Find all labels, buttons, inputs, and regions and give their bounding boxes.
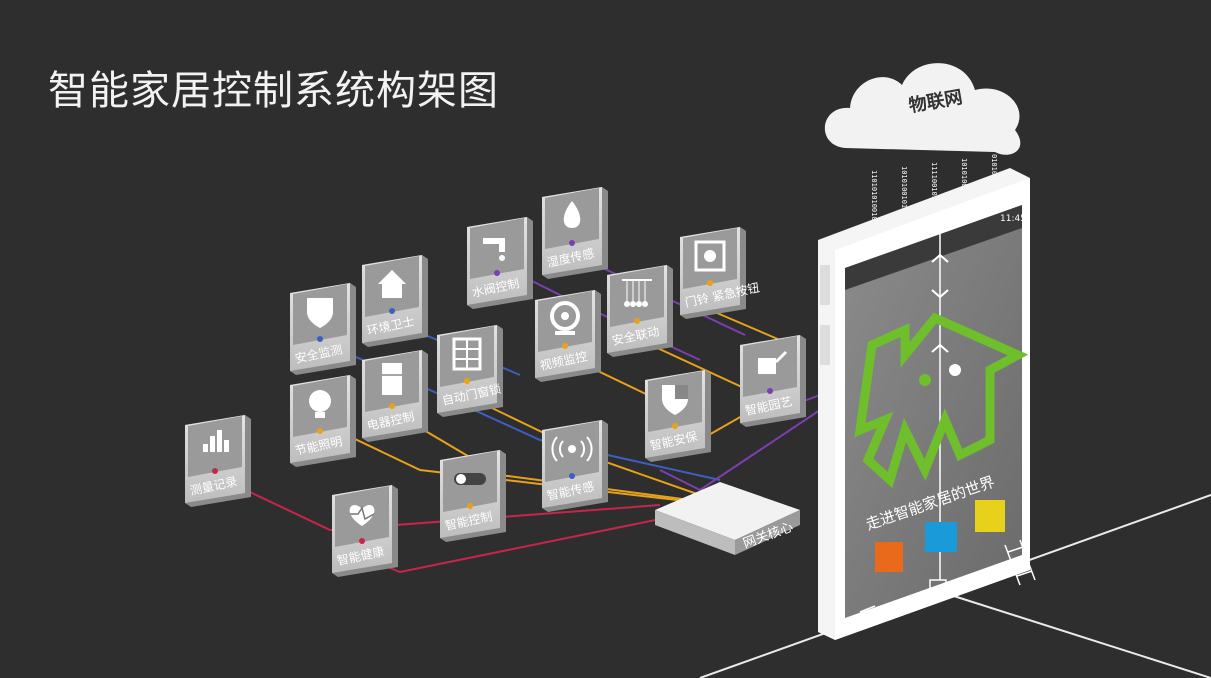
binary-stream: 1010100101010101 [900,166,908,233]
module-health[interactable]: 智能健康 [332,485,398,577]
nav-back-icon [859,605,876,613]
module-guard[interactable]: 智能安保 [645,370,711,462]
arrow-up-icon-2 [931,343,949,353]
smartphone[interactable]: 11:45 走进智能家居的世界 [818,168,1030,640]
connection-dot [464,378,470,384]
module-env[interactable]: 环境卫士 [362,255,428,347]
nav-home-icon [929,579,947,591]
page-title: 智能家居控制系统构架图 [48,68,499,114]
connection-dot [467,503,473,509]
heart-pulse-icon [349,505,375,526]
connection-dot [634,318,640,324]
connection-dot [212,468,218,474]
module-alarm-link[interactable]: 安全联动 [607,265,673,357]
phone-app-icon [875,542,903,572]
water-drop-icon [563,201,581,228]
cloud-icon: 物联网 [824,63,1021,155]
light-bulb-icon [309,390,331,418]
webcam-icon [550,301,580,335]
module-security-monitor[interactable]: 安全监测 [290,283,356,375]
tv-app-icon [925,522,957,552]
connection-dot [569,240,575,246]
module-measure[interactable]: 测量记录 [185,415,251,507]
module-sensor[interactable]: 智能传感 [542,420,608,512]
status-bar [845,205,1022,290]
status-time: 11:45 [1000,214,1026,224]
connection-dot [562,343,568,349]
wireless-signal-icon [551,436,593,462]
module-doorbell[interactable]: 门铃 紧急按钮 [680,227,761,319]
apple-icon [949,364,961,376]
connection-dot [359,538,365,544]
module-appliance[interactable]: 电器控制 [362,350,428,442]
module-control[interactable]: 智能控制 [440,450,506,542]
fridge-icon [382,363,402,395]
android-icon [919,374,931,386]
connection-dot [569,473,575,479]
shield-icon [307,298,333,328]
connection-dot [389,308,395,314]
binary-stream: 1111001011000100 [930,162,938,229]
connection-dot [317,336,323,342]
pendulum-icon [622,279,652,307]
phone-app-icons[interactable] [875,500,1005,572]
connection-dot [494,270,500,276]
toggle-switch-icon [454,473,486,485]
house-plant-icon [378,270,406,298]
connection-dot [672,423,678,429]
connection-dot [389,403,395,409]
connection-dot [707,280,713,286]
binary-stream: 1101010100100110 [870,170,878,237]
side-button-volume[interactable] [820,265,830,305]
watering-can-icon [758,350,788,374]
gateway-hub[interactable]: 网关核心 [655,482,800,555]
module-video[interactable]: 视频监控 [535,290,601,382]
bar-chart-icon [203,430,229,452]
connection-dot [767,388,773,394]
module-window[interactable]: 自动门窗锁 [437,325,503,417]
arrow-up-icon [931,253,949,263]
arrow-down-icon [931,289,949,299]
side-button-power[interactable] [820,325,830,365]
faucet-icon [483,238,505,261]
connection-dot [317,428,323,434]
module-garden[interactable]: 智能园艺 [740,335,806,427]
window-icon [452,337,482,371]
emergency-button-icon [694,240,726,272]
module-valve[interactable]: 水阀控制 [467,217,533,309]
module-humidity[interactable]: 湿度传感 [542,187,608,279]
ladder-icon [1004,539,1036,586]
module-light[interactable]: 节能照明 [290,375,356,467]
guard-shield-icon [662,385,688,415]
contact-app-icon [975,500,1005,532]
smart-house-logo-icon [854,312,1029,489]
